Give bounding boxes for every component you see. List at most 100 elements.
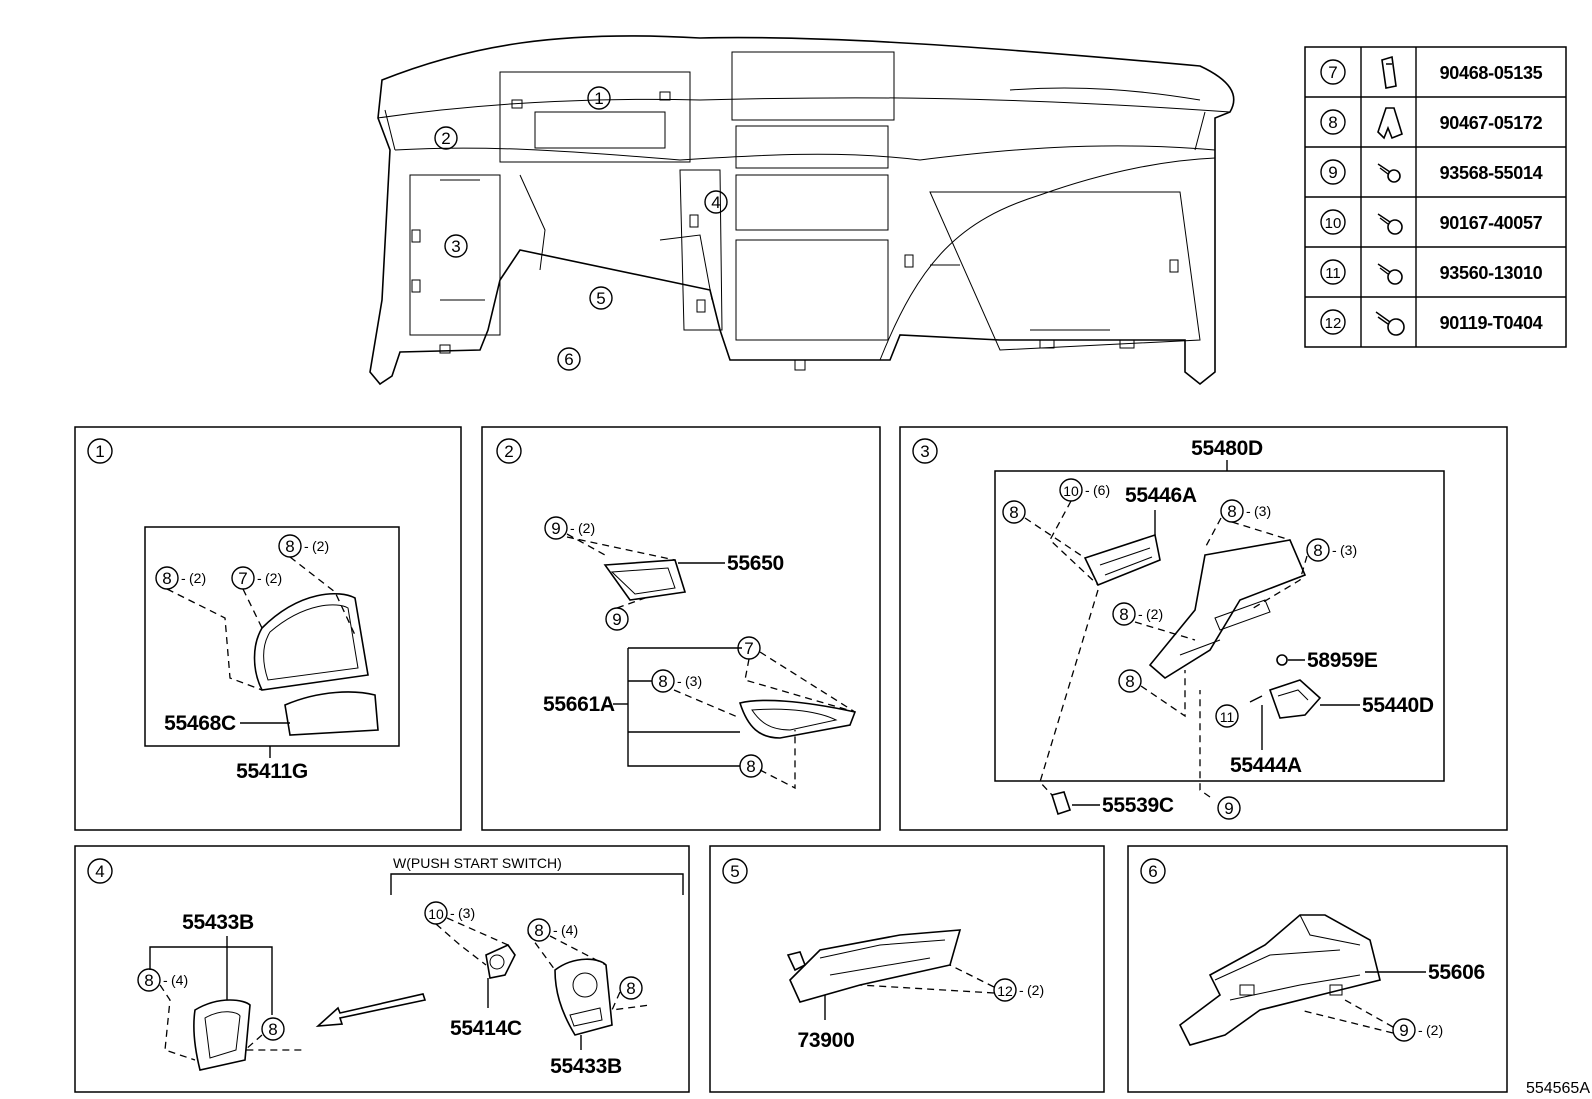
svg-text:8: 8 bbox=[658, 672, 667, 691]
part-number: 55411G bbox=[236, 760, 308, 783]
overview-callout-1: 1 bbox=[587, 86, 611, 110]
part-number: 55480D bbox=[1191, 437, 1263, 460]
svg-text:-: - bbox=[450, 905, 455, 921]
svg-text:90468-05135: 90468-05135 bbox=[1440, 63, 1543, 83]
svg-text:8: 8 bbox=[534, 921, 543, 940]
svg-text:93568-55014: 93568-55014 bbox=[1440, 163, 1543, 183]
screw-icon bbox=[1377, 213, 1403, 235]
svg-text:(2): (2) bbox=[189, 570, 206, 586]
overview-callout-6: 6 bbox=[557, 347, 581, 371]
part-number: 55539C bbox=[1102, 794, 1174, 817]
svg-text:-: - bbox=[1019, 982, 1024, 998]
overview-callout-2: 2 bbox=[434, 126, 458, 150]
part-number: 55440D bbox=[1362, 694, 1434, 717]
part-number: 55650 bbox=[727, 552, 784, 575]
fastener-row: 12 90119-T0404 bbox=[1320, 309, 1543, 336]
svg-text:-: - bbox=[181, 570, 186, 586]
svg-text:8: 8 bbox=[1328, 113, 1337, 132]
svg-text:8: 8 bbox=[268, 1020, 277, 1039]
svg-text:-: - bbox=[1085, 482, 1090, 498]
fastener-row: 8 90467-05172 bbox=[1320, 107, 1543, 140]
svg-text:-: - bbox=[163, 972, 168, 988]
svg-text:3: 3 bbox=[920, 442, 929, 461]
svg-text:1: 1 bbox=[95, 442, 104, 461]
screw-icon bbox=[1377, 163, 1401, 183]
svg-text:(2): (2) bbox=[1027, 982, 1044, 998]
condition-note: W(PUSH START SWITCH) bbox=[393, 855, 562, 871]
part-number: 58959E bbox=[1307, 649, 1378, 672]
svg-text:-: - bbox=[677, 673, 682, 689]
svg-text:(2): (2) bbox=[1426, 1022, 1443, 1038]
detail-panel-5: 5 73900 12 -(2) bbox=[709, 845, 1105, 1093]
svg-text:10: 10 bbox=[428, 906, 444, 922]
part-number: 55446A bbox=[1125, 484, 1197, 507]
part-number: 55433B bbox=[550, 1055, 622, 1078]
svg-text:90467-05172: 90467-05172 bbox=[1440, 113, 1543, 133]
svg-text:9: 9 bbox=[612, 610, 621, 629]
svg-text:2: 2 bbox=[504, 442, 513, 461]
svg-text:(4): (4) bbox=[561, 922, 578, 938]
svg-text:8: 8 bbox=[162, 569, 171, 588]
svg-text:-: - bbox=[1418, 1022, 1423, 1038]
svg-text:8: 8 bbox=[1009, 503, 1018, 522]
svg-text:9: 9 bbox=[1224, 799, 1233, 818]
svg-text:4: 4 bbox=[95, 862, 104, 881]
svg-text:12: 12 bbox=[997, 983, 1013, 999]
screw-icon bbox=[1377, 263, 1403, 285]
svg-text:7: 7 bbox=[238, 569, 247, 588]
svg-text:-: - bbox=[1138, 606, 1143, 622]
detail-panel-1: 1 55411G 55468C 8 -(2) 8 -(2) 7 -(2) bbox=[74, 426, 462, 831]
svg-text:(2): (2) bbox=[1146, 606, 1163, 622]
svg-text:90119-T0404: 90119-T0404 bbox=[1440, 313, 1543, 333]
svg-text:8: 8 bbox=[1227, 502, 1236, 521]
detail-panel-2: 2 55650 9 -(2) 9 55661A 7 8 -(3) 8 bbox=[481, 426, 881, 831]
svg-text:8: 8 bbox=[144, 971, 153, 990]
svg-text:(6): (6) bbox=[1093, 482, 1110, 498]
svg-text:90167-40057: 90167-40057 bbox=[1440, 213, 1543, 233]
part-number: 55444A bbox=[1230, 754, 1302, 777]
svg-text:(3): (3) bbox=[458, 905, 475, 921]
instrument-panel-overview bbox=[369, 35, 1235, 386]
part-number: 55661A bbox=[543, 693, 615, 716]
svg-text:9: 9 bbox=[1328, 163, 1337, 182]
svg-text:11: 11 bbox=[1220, 709, 1235, 725]
svg-text:8: 8 bbox=[746, 757, 755, 776]
fastener-row: 7 90468-05135 bbox=[1320, 55, 1543, 89]
part-number: 55433B bbox=[182, 911, 254, 934]
part-number: 73900 bbox=[798, 1029, 855, 1052]
svg-text:5: 5 bbox=[596, 289, 605, 308]
clip-icon bbox=[1377, 107, 1403, 140]
part-number: 55468C bbox=[164, 712, 236, 735]
screw-icon bbox=[1375, 311, 1405, 336]
svg-text:11: 11 bbox=[1325, 265, 1341, 282]
svg-text:7: 7 bbox=[744, 639, 753, 658]
svg-text:8: 8 bbox=[626, 979, 635, 998]
svg-text:(4): (4) bbox=[171, 972, 188, 988]
svg-text:6: 6 bbox=[1148, 862, 1157, 881]
overview-callout-4: 4 bbox=[704, 190, 728, 214]
fastener-row: 10 90167-40057 bbox=[1320, 209, 1543, 235]
part-number: 55414C bbox=[450, 1017, 522, 1040]
part-number: 55606 bbox=[1428, 961, 1485, 984]
svg-text:9: 9 bbox=[551, 519, 560, 538]
overview-callout-5: 5 bbox=[589, 286, 613, 310]
svg-text:1: 1 bbox=[594, 89, 603, 108]
detail-panel-4: 4 W(PUSH START SWITCH) 55433B 8 -(4) 8 1… bbox=[74, 845, 690, 1093]
svg-text:(3): (3) bbox=[1340, 542, 1357, 558]
detail-panel-3: 3 55480D 10 -(6) 55446A 8 8 -(3) 8 -(3) … bbox=[899, 426, 1508, 831]
svg-text:8: 8 bbox=[1125, 672, 1134, 691]
svg-text:(2): (2) bbox=[265, 570, 282, 586]
svg-text:12: 12 bbox=[1325, 315, 1342, 332]
diagram-id: 554565A bbox=[1526, 1080, 1590, 1097]
svg-text:-: - bbox=[304, 538, 309, 554]
fastener-row: 9 93568-55014 bbox=[1320, 159, 1543, 185]
svg-text:9: 9 bbox=[1399, 1021, 1408, 1040]
clip-icon bbox=[1381, 55, 1397, 89]
svg-text:(3): (3) bbox=[685, 673, 702, 689]
svg-text:-: - bbox=[257, 570, 262, 586]
svg-text:10: 10 bbox=[1063, 483, 1079, 499]
svg-text:8: 8 bbox=[1119, 605, 1128, 624]
svg-text:2: 2 bbox=[441, 129, 450, 148]
svg-text:-: - bbox=[1332, 542, 1337, 558]
svg-text:(2): (2) bbox=[312, 538, 329, 554]
